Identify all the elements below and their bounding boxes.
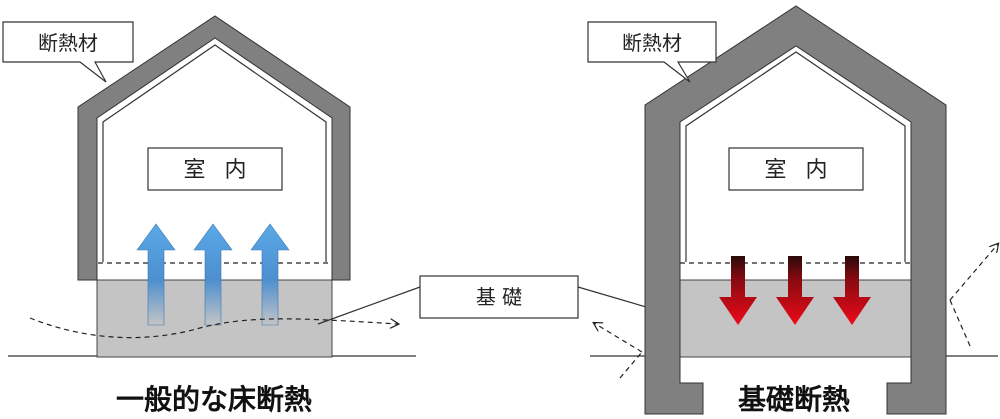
left-room-label: 室 内 [184, 158, 253, 183]
left-underfloor-airflow [29, 317, 398, 339]
right-heat-arrows [719, 256, 871, 325]
right-room-label: 室 内 [765, 158, 834, 183]
right-caption: 基礎断熱 [738, 383, 850, 416]
left-house-insulation [77, 15, 351, 281]
foundation-leader-left [317, 286, 421, 325]
left-house: 室 内 断熱材 一般的な床断熱 [2, 15, 416, 416]
foundation-label: 基 礎 [476, 285, 522, 309]
right-insulation-label: 断熱材 [622, 31, 682, 55]
left-house-inner-wall [102, 44, 327, 262]
right-airflow-right-upper [949, 244, 998, 301]
heat-loss-arrow-2 [193, 223, 233, 326]
left-heat-loss-arrows [136, 223, 290, 326]
left-room-label-box [147, 147, 283, 191]
right-house-inner-wall [685, 51, 906, 262]
heat-arrow-2 [776, 256, 814, 325]
left-caption: 一般的な床断熱 [116, 383, 312, 416]
heat-arrow-3 [833, 256, 871, 325]
foundation-label-box [419, 275, 579, 319]
heat-arrow-1 [719, 256, 757, 325]
foundation-callout: 基 礎 [317, 275, 698, 325]
heat-loss-arrow-1 [136, 223, 176, 326]
left-insulation-label: 断熱材 [38, 31, 98, 55]
right-insulation-callout [587, 21, 717, 83]
right-room-label-box [728, 147, 864, 191]
left-insulation-callout [2, 21, 134, 83]
right-airflow-left-upper [594, 323, 643, 353]
right-airflow-right-lower [949, 299, 971, 347]
right-house-insulation [644, 5, 947, 415]
heat-loss-arrow-3 [250, 223, 290, 326]
right-airflow-left-lower [619, 351, 643, 379]
right-house: 室 内 断熱材 基礎断熱 [587, 5, 998, 416]
